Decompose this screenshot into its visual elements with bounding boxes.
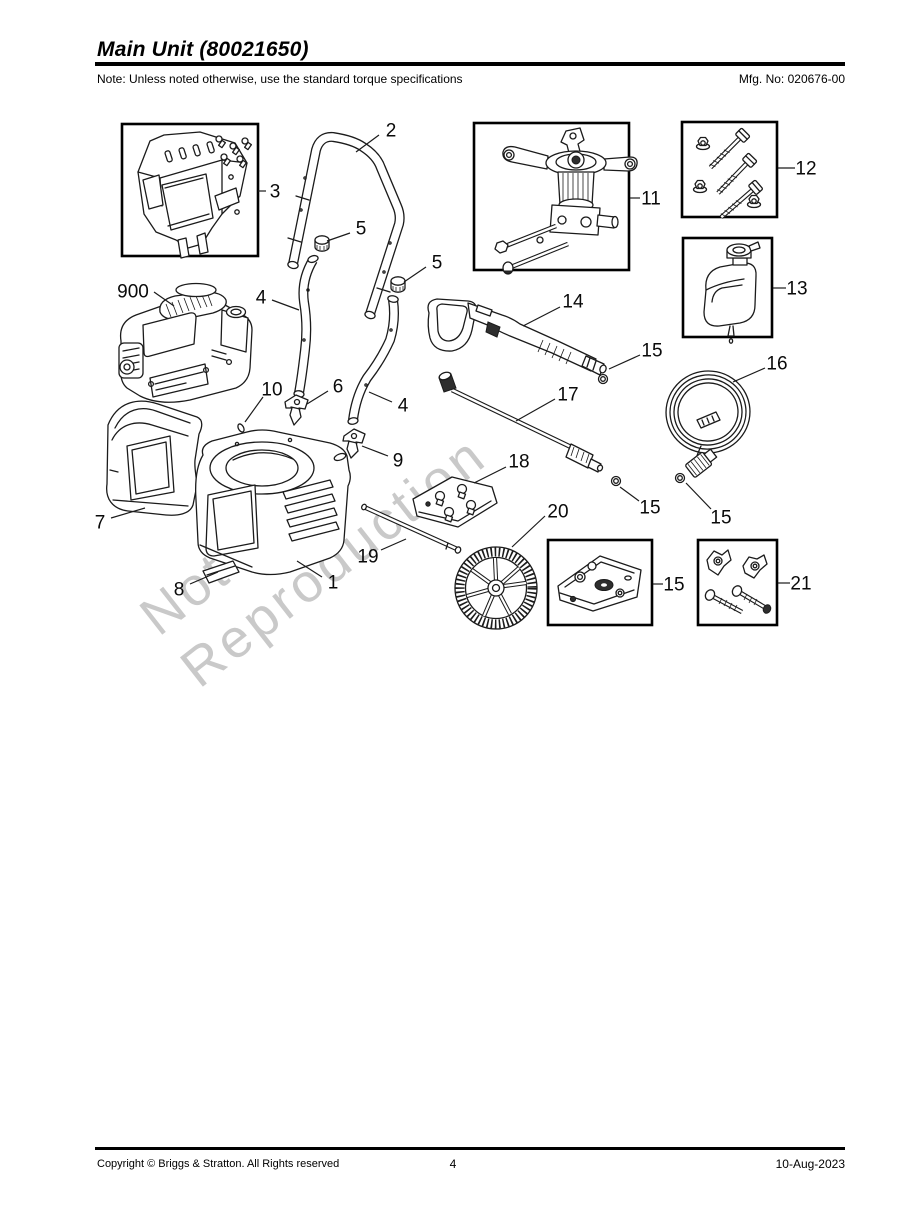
callout-leader-8-21 bbox=[189, 571, 219, 585]
callout-20-24: 20 bbox=[547, 502, 568, 523]
callout-10-13: 10 bbox=[261, 380, 282, 401]
callout-2-0: 2 bbox=[386, 121, 397, 142]
part-tube-4-left-drawing bbox=[293, 254, 319, 398]
kit-box-12 bbox=[680, 120, 779, 219]
callout-8-21: 8 bbox=[174, 580, 185, 601]
revision-date: 10-Aug-2023 bbox=[775, 1157, 845, 1171]
part-pin-10-drawing bbox=[237, 423, 245, 433]
callout-leader-2-0 bbox=[355, 134, 380, 153]
callout-leader-10-13 bbox=[244, 396, 264, 423]
copyright-text: Copyright © Briggs & Stratton. All Right… bbox=[97, 1158, 340, 1170]
part-nozzle-kit-drawing bbox=[412, 476, 498, 528]
part-knob-5b-drawing bbox=[390, 276, 406, 293]
callout-15-19: 15 bbox=[710, 508, 731, 529]
part-oring-15b-drawing bbox=[610, 475, 622, 487]
kit-box-3 bbox=[120, 122, 260, 258]
header-rule bbox=[95, 62, 845, 66]
callout-18-17: 18 bbox=[508, 452, 529, 473]
kit-box-13 bbox=[681, 236, 774, 339]
page-number: 4 bbox=[449, 1157, 457, 1171]
part-skid-strip-drawing bbox=[202, 560, 240, 584]
callout-leader-15-19 bbox=[685, 482, 712, 510]
callout-leader-4-5 bbox=[271, 299, 300, 311]
footer-rule bbox=[95, 1147, 845, 1150]
part-axle-rod-drawing bbox=[361, 503, 462, 554]
part-tube-4-right-drawing bbox=[347, 295, 399, 425]
callout-leader-1-22 bbox=[296, 560, 323, 578]
callout-5-3: 5 bbox=[432, 253, 443, 274]
callout-15-25: 15 bbox=[663, 575, 684, 596]
callout-4-15: 4 bbox=[398, 396, 409, 417]
callout-900-4: 900 bbox=[117, 282, 149, 303]
part-maintenance-kit-drawing bbox=[557, 555, 642, 612]
callout-leader-900-4 bbox=[153, 291, 175, 307]
callout-7-20: 7 bbox=[95, 513, 106, 534]
torque-note: Note: Unless noted otherwise, use the st… bbox=[97, 72, 463, 86]
page-title: Main Unit (80021650) bbox=[97, 38, 309, 61]
callout-3-1: 3 bbox=[270, 182, 281, 203]
callout-leader-7-20 bbox=[110, 507, 146, 519]
part-clip-9-drawing bbox=[342, 428, 366, 459]
callout-13-8: 13 bbox=[786, 279, 807, 300]
part-bolt-kit-drawing bbox=[692, 128, 763, 222]
kit-box-11 bbox=[472, 121, 631, 272]
callout-leader-19-23 bbox=[380, 538, 407, 551]
callout-layer: 2 3 5 5 900 4 11 12 13 14 15 16 17 10 6 4 9 18 15 15 7 8 1 19 20… bbox=[95, 121, 817, 601]
part-control-panel-drawing bbox=[137, 131, 253, 259]
callout-leader-4-15 bbox=[368, 391, 393, 403]
callout-15-10: 15 bbox=[641, 341, 662, 362]
callout-12-7: 12 bbox=[795, 159, 816, 180]
callout-leader-5-2 bbox=[326, 232, 351, 242]
callout-16-11: 16 bbox=[766, 354, 787, 375]
callout-leader-17-12 bbox=[515, 398, 556, 422]
callout-21-26: 21 bbox=[790, 574, 811, 595]
part-knob-kit-drawing bbox=[704, 549, 772, 615]
callout-1-22: 1 bbox=[328, 573, 339, 594]
part-wheel-drawing bbox=[454, 546, 538, 630]
callout-9-16: 9 bbox=[393, 451, 404, 472]
part-hose-drawing bbox=[665, 370, 751, 478]
callout-14-9: 14 bbox=[562, 292, 584, 313]
part-tank-drawing bbox=[703, 241, 761, 344]
mfg-number: Mfg. No: 020676-00 bbox=[738, 72, 845, 86]
part-side-cover-drawing bbox=[106, 400, 203, 516]
part-oring-15a-drawing bbox=[597, 373, 609, 385]
part-base-frame-drawing bbox=[195, 429, 351, 576]
part-engine-drawing bbox=[118, 282, 253, 403]
callout-leader-9-16 bbox=[361, 445, 389, 457]
callout-leader-15-10 bbox=[608, 354, 641, 370]
part-spray-wand-drawing bbox=[438, 371, 604, 473]
callout-17-12: 17 bbox=[557, 385, 578, 406]
part-oring-15c-drawing bbox=[674, 472, 686, 484]
callout-15-18: 15 bbox=[639, 498, 660, 519]
callout-5-2: 5 bbox=[356, 219, 367, 240]
callout-leader-15-18 bbox=[619, 486, 640, 502]
callout-leader-16-11 bbox=[732, 367, 766, 383]
callout-leader-6-14 bbox=[306, 390, 329, 405]
callout-leader-5-3 bbox=[403, 266, 427, 283]
part-knob-5a-drawing bbox=[314, 235, 330, 252]
callout-6-14: 6 bbox=[333, 377, 344, 398]
part-pump-drawing bbox=[494, 127, 638, 275]
callout-leader-14-9 bbox=[522, 306, 561, 327]
callout-leader-18-17 bbox=[473, 466, 507, 484]
callout-4-5: 4 bbox=[256, 288, 267, 309]
kit-box-21 bbox=[696, 538, 779, 627]
callout-11-6: 11 bbox=[641, 189, 661, 210]
callout-leader-20-24 bbox=[511, 515, 546, 548]
part-spray-gun-drawing bbox=[427, 298, 607, 376]
kit-box-15 bbox=[546, 538, 654, 627]
callout-19-23: 19 bbox=[357, 547, 378, 568]
part-clip-6-drawing bbox=[284, 394, 309, 426]
